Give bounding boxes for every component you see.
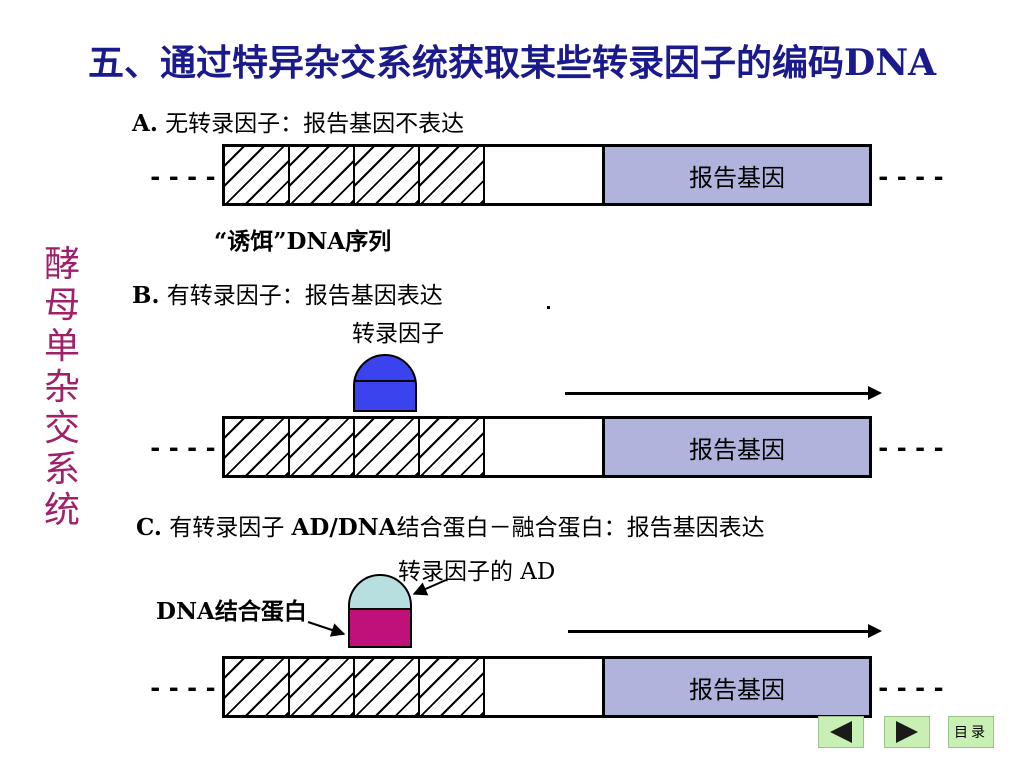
transcription-arrow-b <box>565 386 882 400</box>
side-char: 母 <box>43 285 80 326</box>
panel-c-caption: C. 有转录因子 AD/DNA结合蛋白－融合蛋白：报告基因表达 <box>136 508 765 542</box>
bd-pointer <box>307 621 346 637</box>
panel-a-letter: A. <box>132 110 158 137</box>
reporter-gene-c: 报告基因 <box>605 659 869 715</box>
side-char: 杂 <box>43 367 80 408</box>
panel-c-caption-rest: 结合蛋白－融合蛋白：报告基因表达 <box>396 515 765 541</box>
bd-label: DNA结合蛋白 <box>156 598 307 625</box>
tf-label-b: 转录因子 <box>352 321 444 347</box>
bait-segment <box>290 147 355 203</box>
bait-segment <box>225 659 290 715</box>
bait-segment <box>420 419 485 475</box>
bait-segment <box>420 659 485 715</box>
menu-button[interactable]: 目录 <box>948 716 994 748</box>
side-char: 酵 <box>43 244 80 285</box>
side-char: 单 <box>43 326 80 367</box>
stray-dot <box>547 306 550 309</box>
dna-binding-protein-icon <box>348 608 412 648</box>
transcription-factor-icon <box>353 354 417 412</box>
panel-b-caption-text: 有转录因子：报告基因表达 <box>159 283 443 309</box>
dna-left-dashes-a: ---- <box>148 163 222 191</box>
bait-segment <box>225 147 290 203</box>
side-char: 统 <box>43 490 80 531</box>
panel-c-caption-text: 有转录因子 <box>161 515 292 541</box>
dna-left-dashes-c: ---- <box>148 674 222 702</box>
dna-construct-b: 报告基因 <box>222 416 872 478</box>
reporter-gene-a: 报告基因 <box>605 147 869 203</box>
tf-divider <box>355 380 415 382</box>
bait-segment <box>225 419 290 475</box>
promoter-segment <box>485 659 605 715</box>
next-button[interactable] <box>884 716 930 748</box>
panel-c-caption-bold: AD/DNA <box>291 514 397 541</box>
dna-right-dashes-c: ---- <box>876 674 950 702</box>
panel-a-caption-text: 无转录因子：报告基因不表达 <box>157 111 465 137</box>
bait-segment <box>420 147 485 203</box>
dna-right-dashes-a: ---- <box>876 163 950 191</box>
panel-a-caption: A. 无转录因子：报告基因不表达 <box>132 104 464 138</box>
panel-b-letter: B. <box>132 282 160 309</box>
side-char: 交 <box>43 408 80 449</box>
bait-segment <box>355 419 420 475</box>
reporter-gene-b: 报告基因 <box>605 419 869 475</box>
arrow-right-icon <box>896 721 918 743</box>
side-label: 酵 母 单 杂 交 系 统 <box>40 244 84 531</box>
promoter-segment <box>485 419 605 475</box>
bait-segment <box>355 147 420 203</box>
ad-pointer <box>412 579 447 596</box>
transcription-arrow-c <box>568 624 882 638</box>
dna-construct-a: 报告基因 <box>222 144 872 206</box>
dna-construct-c: 报告基因 <box>222 656 872 718</box>
promoter-segment <box>485 147 605 203</box>
prev-button[interactable] <box>818 716 864 748</box>
ad-label: 转录因子的 AD <box>398 559 556 585</box>
arrow-left-icon <box>830 721 852 743</box>
side-char: 系 <box>43 449 80 490</box>
bait-segment <box>290 419 355 475</box>
bait-dna-label: “诱饵”DNA序列 <box>214 228 392 255</box>
dna-right-dashes-b: ---- <box>876 434 950 462</box>
dna-left-dashes-b: ---- <box>148 434 222 462</box>
panel-c-letter: C. <box>136 514 162 541</box>
page-title: 五、通过特异杂交系统获取某些转录因子的编码DNA <box>87 42 937 84</box>
bait-segment <box>290 659 355 715</box>
bait-segment <box>355 659 420 715</box>
panel-b-caption: B. 有转录因子：报告基因表达 <box>132 276 443 310</box>
